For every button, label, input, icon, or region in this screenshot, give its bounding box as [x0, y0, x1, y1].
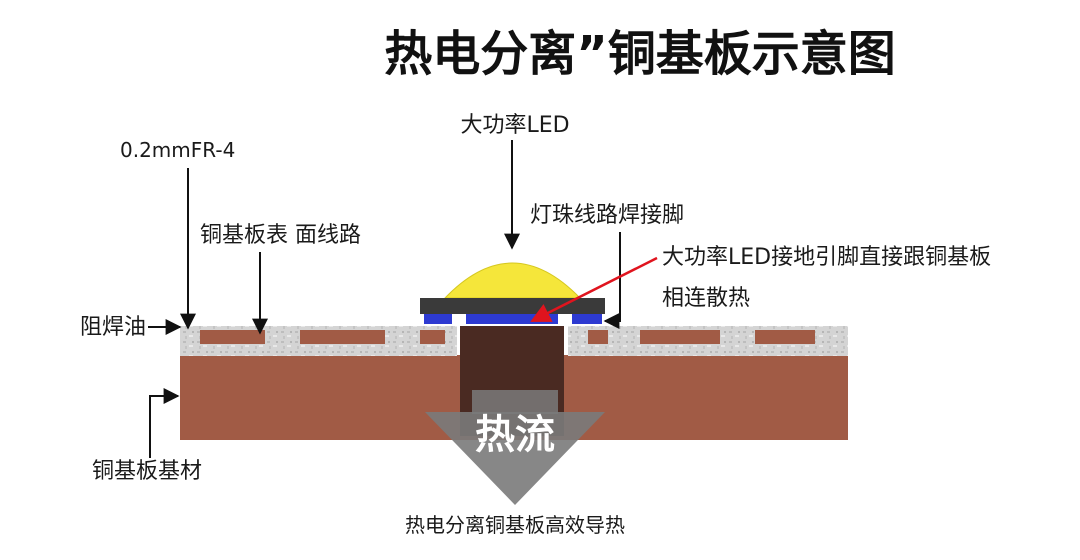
- led-solder-pad-left: [424, 314, 452, 324]
- copper-trace: [588, 330, 608, 344]
- callout-solder-pad: [603, 232, 621, 329]
- callout-copper-base: [149, 388, 180, 458]
- copper-trace: [640, 330, 720, 344]
- led-body: [420, 298, 605, 314]
- heat-flow-arrow-shaft: [472, 390, 558, 414]
- copper-trace: [755, 330, 815, 344]
- label-fr4: 0.2mmFR-4: [120, 138, 235, 162]
- copper-trace: [200, 330, 265, 344]
- page-title: 热电分离”铜基板示意图: [384, 26, 896, 82]
- copper-trace: [420, 330, 445, 344]
- label-high-power-led: 大功率LED: [460, 113, 569, 138]
- callout-ground-pin: [530, 256, 658, 323]
- heat-flow-arrow: [425, 412, 605, 505]
- copper-trace: [300, 330, 385, 344]
- label-ground-pin-line1: 大功率LED接地引脚直接跟铜基板: [662, 245, 991, 270]
- led-solder-pad-right: [572, 314, 602, 324]
- label-surface-circuit: 铜基板表 面线路: [200, 223, 361, 248]
- label-solder-pad: 灯珠线路焊接脚: [530, 203, 684, 228]
- label-solder-mask: 阻焊油: [80, 315, 146, 340]
- led-ground-pad: [466, 314, 558, 324]
- label-copper-base: 铜基板基材: [92, 459, 202, 484]
- diagram-caption: 热电分离铜基板高效导热: [405, 513, 625, 537]
- led-dome: [443, 262, 582, 299]
- label-ground-pin-line2: 相连散热: [662, 286, 750, 311]
- heat-flow-label: 热流: [475, 412, 555, 458]
